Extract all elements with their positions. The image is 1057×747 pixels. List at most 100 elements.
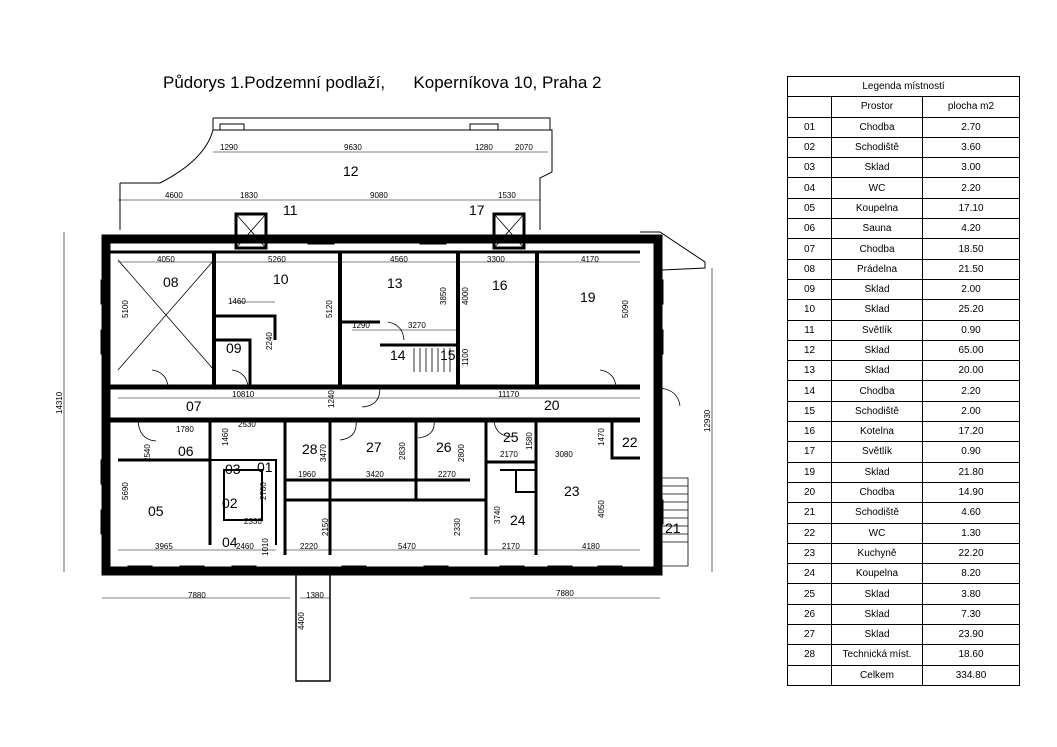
dimension-label: 3470 bbox=[319, 444, 328, 462]
wall-lower-28 bbox=[283, 420, 330, 555]
legend-cell-no: 14 bbox=[787, 380, 832, 402]
dimension-label: 11170 bbox=[498, 390, 520, 399]
room-label: 13 bbox=[387, 275, 403, 291]
dimension-label: 3270 bbox=[408, 321, 426, 330]
legend-cell-no: 25 bbox=[787, 583, 832, 605]
legend-cell-name: Světlík bbox=[831, 441, 923, 463]
legend-cell-name: Sklad bbox=[831, 461, 923, 483]
legend-cell-area: 8.20 bbox=[922, 563, 1020, 585]
wall-lower-24 bbox=[500, 469, 536, 493]
dimension-label: 1460 bbox=[221, 428, 230, 446]
dimension-label: 1290 bbox=[352, 321, 370, 330]
legend-cell-area: 2.70 bbox=[922, 116, 1020, 138]
wall-10-09 bbox=[214, 314, 277, 387]
dimension-label: 4170 bbox=[581, 255, 599, 264]
room-label: 12 bbox=[343, 163, 359, 179]
room-label: 02 bbox=[222, 495, 238, 511]
room-label: 16 bbox=[492, 277, 508, 293]
legend-cell-area: 3.60 bbox=[922, 136, 1020, 159]
stair-15 bbox=[413, 348, 451, 372]
dimension-label: 2460 bbox=[236, 542, 254, 551]
dimension-label: 5690 bbox=[121, 482, 130, 500]
windows bbox=[100, 235, 664, 575]
legend-cell-area: 3.00 bbox=[922, 157, 1020, 179]
dimension-label: 5260 bbox=[268, 255, 286, 264]
dimension-label: 2780 bbox=[259, 482, 268, 500]
room-label: 27 bbox=[366, 439, 382, 455]
legend-cell-name: WC bbox=[831, 522, 923, 544]
dimension-label: 2170 bbox=[502, 542, 520, 551]
wall-05-06 bbox=[118, 420, 212, 545]
wall-lower-26 bbox=[414, 420, 470, 500]
room-label: 01 bbox=[257, 459, 273, 475]
legend-cell-name: Sklad bbox=[831, 360, 923, 382]
dimension-label: 5470 bbox=[398, 542, 416, 551]
legend-cell-name: Kuchyně bbox=[831, 542, 923, 565]
dimension-label: 4180 bbox=[582, 542, 600, 551]
legend-cell-no: 22 bbox=[787, 522, 832, 544]
legend-cell-name: Technická míst. bbox=[831, 644, 923, 666]
legend-cell-name: Koupelna bbox=[831, 197, 923, 220]
room-label: 26 bbox=[436, 439, 452, 455]
legend-cell-no: 12 bbox=[787, 339, 832, 362]
room-label: 22 bbox=[622, 434, 638, 450]
legend-cell-name: Kotelna bbox=[831, 421, 923, 443]
legend-cell-area: 18.60 bbox=[922, 644, 1020, 666]
legend-cell-area: 3.80 bbox=[922, 583, 1020, 605]
legend-cell-no: 21 bbox=[787, 502, 832, 524]
dimension-label: 4050 bbox=[597, 500, 606, 518]
legend-cell-area: 18.50 bbox=[922, 238, 1020, 260]
legend-cell-name: Sauna bbox=[831, 218, 923, 240]
legend-cell-name: Sklad bbox=[831, 278, 923, 301]
dimension-label: 1960 bbox=[298, 470, 316, 479]
legend-cell-name: Světlík bbox=[831, 319, 923, 341]
door-arc bbox=[137, 321, 681, 442]
legend-cell-no: 16 bbox=[787, 421, 832, 443]
room-label: 10 bbox=[273, 271, 289, 287]
legend-cell-area: 2.00 bbox=[922, 278, 1020, 301]
legend-cell-area: 1.30 bbox=[922, 522, 1020, 544]
dimension-label: 1380 bbox=[306, 591, 324, 600]
legend-cell-name: Chodba bbox=[831, 116, 923, 138]
legend-cell-name: Schodiště bbox=[831, 136, 923, 159]
dimension-label: 1280 bbox=[475, 143, 493, 152]
room-label: 11 bbox=[283, 202, 298, 218]
room-label: 08 bbox=[163, 274, 179, 290]
legend-title: Legenda místností bbox=[787, 75, 1020, 98]
legend-cell-name: Sklad bbox=[831, 157, 923, 179]
dimension-label: 4600 bbox=[165, 191, 183, 200]
dimension-label: 2330 bbox=[244, 517, 262, 526]
dimension-label: 2220 bbox=[300, 542, 318, 551]
dimension-label: 2800 bbox=[457, 444, 466, 462]
dimension-label: 12930 bbox=[703, 409, 712, 432]
dimension-label: 1530 bbox=[498, 191, 516, 200]
dimension-label: 1100 bbox=[461, 348, 470, 366]
legend-cell-name: Celkem bbox=[831, 664, 923, 686]
outer-wall bbox=[101, 234, 663, 576]
dimension-label: 4400 bbox=[297, 612, 306, 630]
dimension-label: 3965 bbox=[155, 542, 173, 551]
dimension-label: 3300 bbox=[487, 255, 505, 264]
legend-cell-area: 21.80 bbox=[922, 461, 1020, 483]
legend-cell-name: Sklad bbox=[831, 299, 923, 321]
dimension-lines bbox=[63, 151, 713, 599]
lightwell-17 bbox=[492, 212, 526, 250]
legend-cell-area: 65.00 bbox=[922, 339, 1020, 362]
